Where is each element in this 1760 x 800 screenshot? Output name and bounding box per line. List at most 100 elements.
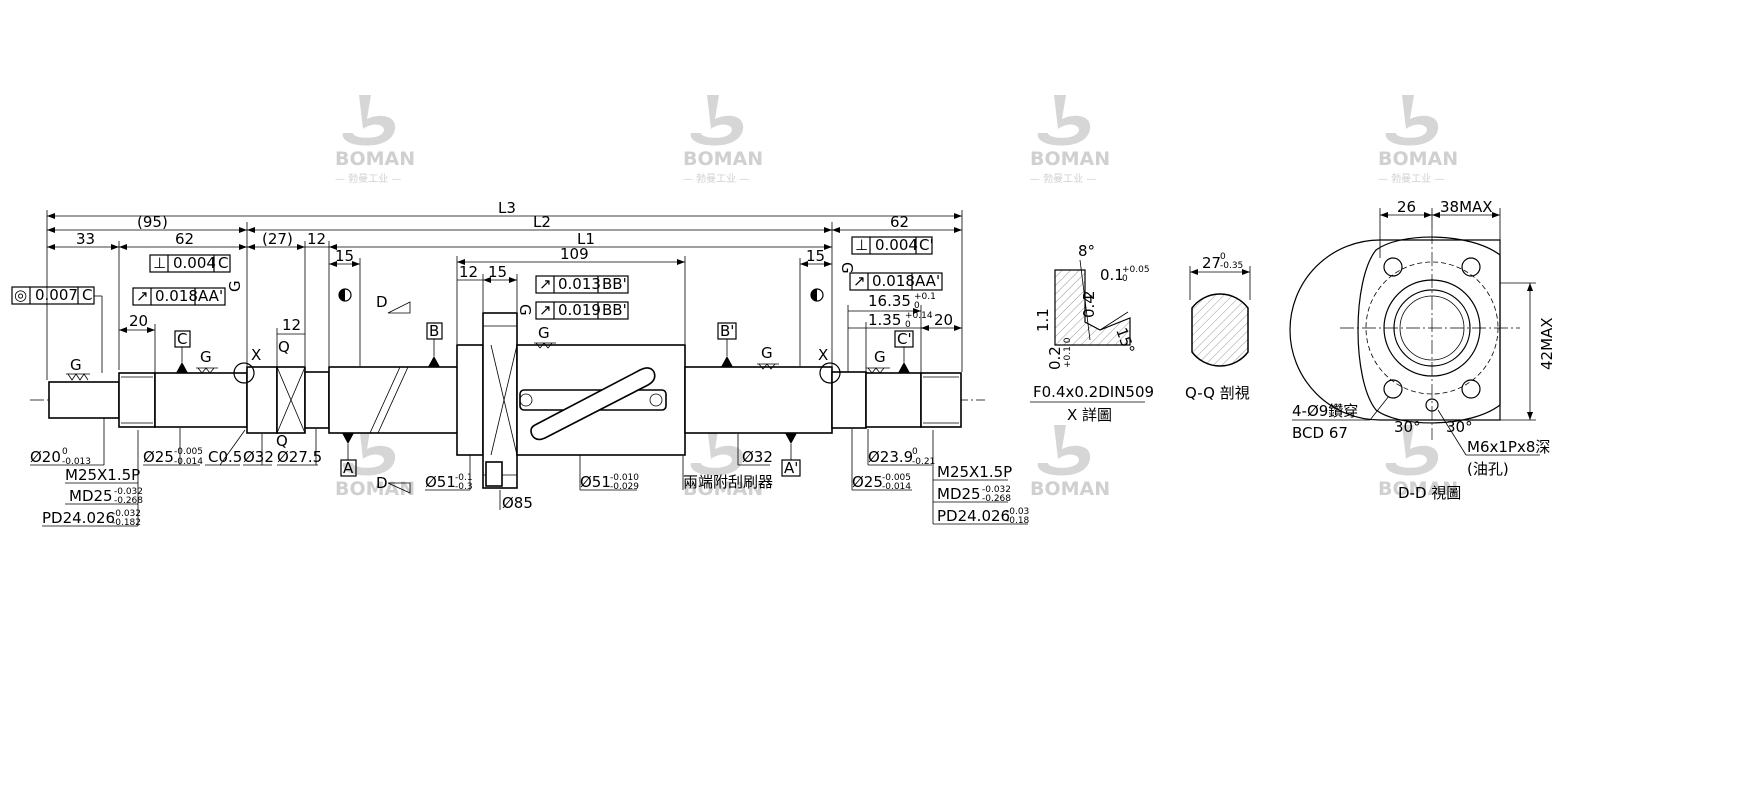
watermark-logo: BOMAN — 勃曼工业 — xyxy=(1030,95,1110,185)
label-g: G xyxy=(516,304,534,316)
bearing-seat-right xyxy=(865,372,922,428)
chamfer-label: C0.5 xyxy=(208,448,242,466)
tol-symbol: ⊥ xyxy=(153,254,166,272)
screw-shaft-right xyxy=(684,366,833,434)
md25-left: MD25 xyxy=(69,487,113,505)
label-g: G xyxy=(200,348,212,366)
dia23-9-tol-up: 0 xyxy=(912,447,918,457)
tol-datum: AA' xyxy=(198,287,223,305)
watermark-brand: BOMAN xyxy=(1030,478,1110,500)
label-d: D xyxy=(376,293,388,311)
label-g: G xyxy=(70,356,82,374)
md25-left-tol-lo: -0.268 xyxy=(114,496,143,506)
dia85-label: Ø85 xyxy=(502,494,533,512)
watermark-logo: BOMAN xyxy=(335,425,415,500)
dia20-tol-up: 0 xyxy=(62,447,68,457)
label-g: G xyxy=(226,280,244,292)
dim-16-35-tol-lo: 0 xyxy=(914,301,920,311)
pd-left: PD24.026 xyxy=(42,509,115,527)
detail-q-title: Q-Q 剖視 xyxy=(1185,384,1250,402)
label-x: X xyxy=(818,346,828,364)
tol-datum: C xyxy=(82,286,92,304)
tol-datum: C' xyxy=(919,236,934,254)
dia51-nut-label: Ø51 xyxy=(580,473,611,491)
dimension-lines: L3 (95) L2 62 33 62 (27) 12 L1 15 xyxy=(46,199,963,380)
tol-datum: BB' xyxy=(602,301,627,319)
detail-d-oil-note: (油孔) xyxy=(1467,460,1509,478)
dim-12-flat: 12 xyxy=(282,316,301,334)
dim-16-35: 16.35 xyxy=(868,292,911,310)
dia51-flange-label: Ø51 xyxy=(425,473,456,491)
md25-right-tol-lo: -0.268 xyxy=(982,494,1011,504)
detail-x-angle: 8° xyxy=(1078,242,1095,260)
oil-hole-view xyxy=(1425,398,1439,412)
tol-datum: AA' xyxy=(915,272,940,290)
label-g: G xyxy=(538,324,550,342)
datum-a-prime: A' xyxy=(784,459,798,477)
watermark-brand: BOMAN xyxy=(1378,148,1458,170)
thread-spec-left: M25X1.5P xyxy=(65,466,140,484)
nut-outer xyxy=(1383,279,1481,377)
tol-datum: C xyxy=(218,254,228,272)
watermark-brand: BOMAN xyxy=(1030,148,1110,170)
tolerance-frame-perpendicular-left: ⊥ 0.004 C xyxy=(149,254,231,273)
dia51-flange-tol-lo: -0.3 xyxy=(455,482,473,492)
tol-symbol: ↗ xyxy=(539,275,552,293)
watermark-group: BOMAN — 勃曼工业 — BOMAN — 勃曼工业 — BOMAN — 勃曼… xyxy=(335,95,1458,500)
detail-x-dim01-lo: 0 xyxy=(1122,274,1128,284)
nut-inner xyxy=(1393,289,1471,367)
relief-left xyxy=(304,371,330,429)
detail-d-title: D-D 視圖 xyxy=(1398,484,1461,502)
detail-x-marker-left xyxy=(233,362,255,384)
tol-value: 0.004 xyxy=(875,236,918,254)
pd-right-tol-lo: -0.18 xyxy=(1006,516,1030,526)
md25-right: MD25 xyxy=(937,485,981,503)
detail-d-angle-b: 30° xyxy=(1446,418,1473,436)
tol-value: 0.013 xyxy=(558,275,601,293)
dim-12-top: 12 xyxy=(307,230,326,248)
oil-hole xyxy=(485,461,503,487)
relief-right xyxy=(831,371,867,429)
bolt-hole xyxy=(1383,379,1403,399)
tol-symbol: ⊥ xyxy=(855,236,868,254)
watermark-logo: BOMAN xyxy=(683,425,763,500)
watermark-brand: BOMAN xyxy=(683,148,763,170)
shaft-body xyxy=(30,288,985,489)
thread-left xyxy=(118,372,156,428)
watermark-logo: BOMAN — 勃曼工业 — xyxy=(683,95,763,185)
detail-d-42max: 42MAX xyxy=(1538,317,1556,370)
bolt-hole xyxy=(1461,379,1481,399)
dia20-tol-lo: -0.013 xyxy=(62,457,91,467)
datum-c: C xyxy=(177,330,187,348)
dia51-flange-tol-up: -0.1 xyxy=(455,473,473,483)
dim-20-left: 20 xyxy=(129,312,148,330)
datum-c-prime: C' xyxy=(897,330,912,348)
bolt-hole xyxy=(1461,257,1481,277)
detail-x-spec: F0.4x0.2DIN509 xyxy=(1033,383,1154,401)
detail-x-dim02-tol: +0.1 0 xyxy=(1063,337,1073,368)
tol-symbol: ◎ xyxy=(14,286,27,304)
tol-symbol: ↗ xyxy=(539,301,552,319)
md25-left-tol-up: -0.032 xyxy=(114,487,143,497)
tol-symbol: ↗ xyxy=(136,287,149,305)
watermark-subtitle: — 勃曼工业 — xyxy=(683,172,749,185)
tol-value: 0.018 xyxy=(155,287,198,305)
datum-b-prime: B' xyxy=(720,322,734,340)
dia25-right-tol-lo: -0.014 xyxy=(882,482,911,492)
dia32-right-label: Ø32 xyxy=(742,448,773,466)
bottom-callouts: Ø20 0 -0.013 Ø25 -0.005 -0.014 C0.5 Ø32 … xyxy=(30,418,1030,528)
pd-right: PD24.026 xyxy=(937,507,1010,525)
detail-d-26: 26 xyxy=(1397,198,1416,216)
detail-d-38max: 38MAX xyxy=(1440,198,1493,216)
detail-x-dim01: 0.1 xyxy=(1100,266,1124,284)
label-x: X xyxy=(251,346,261,364)
wiper-note: 兩端附刮刷器 xyxy=(683,473,773,491)
tol-value: 0.018 xyxy=(872,272,915,290)
watermark-logo: BOMAN xyxy=(1030,425,1110,500)
dia25-left-tol-up: -0.005 xyxy=(174,447,203,457)
label-g: G xyxy=(874,348,886,366)
watermark-logo: BOMAN — 勃曼工业 — xyxy=(335,95,415,185)
dia51-nut-tol-lo: -0.029 xyxy=(610,482,639,492)
watermark-brand: BOMAN xyxy=(683,478,763,500)
tolerance-frame-perpendicular-right: ⊥ 0.004 C' xyxy=(851,236,934,255)
